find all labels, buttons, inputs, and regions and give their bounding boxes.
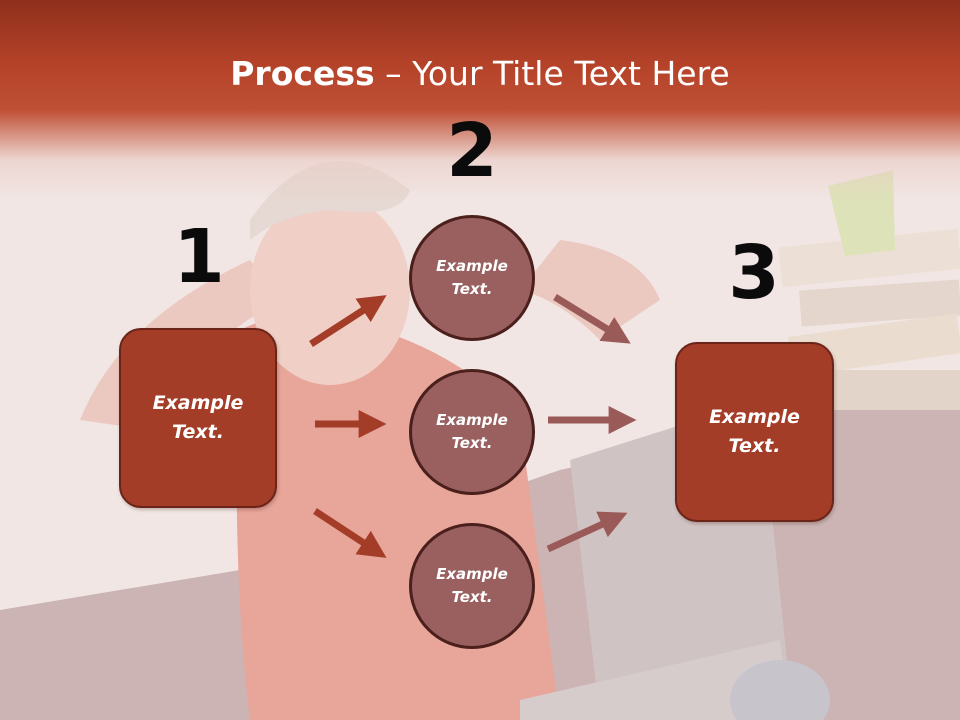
circle-top-line2: Text. <box>451 280 493 298</box>
title-bold: Process <box>230 54 375 93</box>
right-box-line1: Example <box>709 406 800 428</box>
step-number-2: 2 <box>446 108 498 194</box>
left-box-line1: Example <box>152 392 244 414</box>
circle-top-line1: Example <box>436 257 508 275</box>
right-process-box: Example Text. <box>675 342 834 522</box>
circle-middle: Example Text. <box>409 369 535 495</box>
circle-bottom: Example Text. <box>409 523 535 649</box>
circle-middle-line2: Text. <box>451 434 493 452</box>
circle-bottom-line2: Text. <box>451 588 493 606</box>
circle-middle-line1: Example <box>436 411 508 429</box>
left-box-line2: Text. <box>172 421 224 443</box>
step-number-1: 1 <box>173 214 225 300</box>
slide-title: Process – Your Title Text Here <box>0 52 960 96</box>
right-box-line2: Text. <box>728 435 781 457</box>
title-rest: – Your Title Text Here <box>374 54 730 93</box>
circle-top: Example Text. <box>409 215 535 341</box>
header-band <box>0 0 960 200</box>
circle-bottom-line1: Example <box>436 565 508 583</box>
step-number-3: 3 <box>728 230 780 316</box>
left-process-box: Example Text. <box>119 328 277 508</box>
